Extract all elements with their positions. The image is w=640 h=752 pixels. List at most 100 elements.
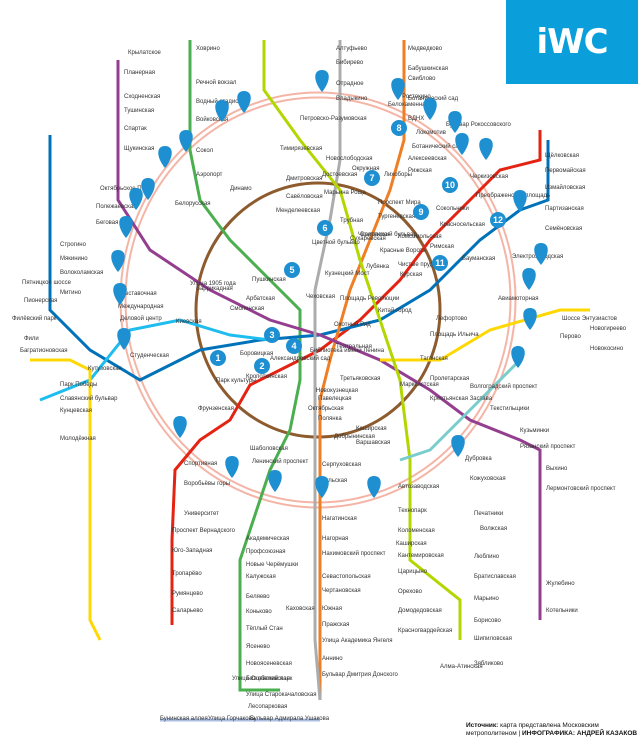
location-pin-icon[interactable]: [448, 111, 462, 133]
ring-number-label: 12: [493, 215, 503, 225]
ring-number-badge: [391, 120, 407, 136]
station-label: Красногвардейская: [398, 627, 452, 634]
station-label: Коньково: [246, 609, 272, 615]
ring-number-label: 7: [369, 173, 374, 183]
ring-number-label: 3: [269, 330, 274, 340]
circle-line: [194, 181, 442, 439]
station-label: Сухаревская: [350, 236, 386, 242]
station-label: Семёновская: [545, 226, 582, 232]
station-label: Бунинская аллея: [160, 716, 208, 722]
ring-number-badge: [286, 338, 302, 354]
ring-number-badge: [317, 220, 333, 236]
location-pin-icon[interactable]: [268, 470, 282, 492]
location-pin-icon[interactable]: [367, 476, 381, 498]
station-label: Рижская: [408, 168, 432, 174]
station-label: Бульвар Адмирала Ушакова: [250, 716, 330, 722]
station-label: Нахимовский проспект: [322, 550, 386, 557]
ring-number-badge: [364, 170, 380, 186]
station-label: Тимирязевская: [280, 146, 322, 152]
station-label: Шоссе Энтузиастов: [562, 316, 617, 322]
line-8a-yellow: [380, 308, 590, 362]
ring-number-label: 10: [445, 180, 455, 190]
station-label: Варшавская: [356, 440, 390, 446]
location-pin-icon[interactable]: [119, 216, 133, 238]
location-pin-icon[interactable]: [113, 283, 127, 305]
location-pin-icon[interactable]: [315, 476, 329, 498]
station-label: Университет: [184, 511, 219, 517]
location-pin-icon[interactable]: [141, 178, 155, 200]
location-pin-icon[interactable]: [179, 130, 193, 152]
station-label: Южная: [322, 606, 342, 612]
station-label: Сходненская: [124, 94, 160, 100]
station-label: Технопарк: [398, 508, 427, 514]
station-label: Библиотека имени Ленина: [310, 348, 385, 354]
ring-number-badge: [432, 255, 448, 271]
station-label: Савёловская: [286, 194, 323, 200]
location-pin-icon[interactable]: [523, 308, 537, 330]
station-label: Спортивная: [184, 461, 217, 467]
station-label: Лихоборы: [384, 172, 412, 178]
station-label: Черкизовская: [470, 174, 508, 180]
station-label: Улица Скобелевская: [232, 676, 290, 682]
station-label: Ростокино: [402, 94, 431, 100]
station-label: Лефортово: [436, 316, 468, 322]
station-label: Каховская: [286, 606, 315, 612]
station-label: Пионерская: [24, 298, 57, 304]
station-label: Молодёжная: [60, 436, 96, 442]
station-label: Волжская: [480, 526, 507, 532]
location-pin-icon[interactable]: [315, 70, 329, 92]
station-label: Улица Академика Янгеля: [322, 638, 392, 644]
station-label: Борисово: [474, 618, 501, 624]
location-pin-icon[interactable]: [117, 328, 131, 350]
station-label: Измайловская: [545, 184, 585, 191]
station-label: Парк культуры: [216, 378, 256, 384]
location-pin-icon[interactable]: [225, 456, 239, 478]
location-pin-icon[interactable]: [511, 346, 525, 368]
station-label: Багратионовская: [20, 348, 68, 354]
location-pin-icon[interactable]: [534, 243, 548, 265]
station-label: Международная: [118, 304, 163, 310]
station-label: Парк Победы: [60, 382, 97, 388]
location-pin-icon[interactable]: [451, 435, 465, 457]
station-label: Дмитровская: [286, 176, 322, 182]
station-label: Лубянка: [366, 264, 390, 270]
station-label: Саларьево: [172, 608, 203, 614]
location-pin-icon[interactable]: [513, 190, 527, 212]
station-label: Тёплый Стан: [246, 625, 283, 632]
station-label: Люблино: [474, 554, 500, 560]
station-label: Площадь Революции: [340, 296, 399, 302]
station-label: Окружная: [352, 166, 380, 172]
station-label: Лесопарковая: [248, 704, 287, 710]
location-pin-icon[interactable]: [391, 78, 405, 100]
station-label: Румянцево: [172, 591, 203, 597]
station-label: Площадь Ильича: [430, 332, 479, 338]
station-label: Динамо: [230, 186, 252, 192]
location-pin-icon[interactable]: [455, 133, 469, 155]
station-label: Октябрьская: [308, 406, 344, 412]
station-label: Выхино: [546, 466, 568, 472]
station-label: Шипиловская: [474, 636, 512, 642]
location-pin-icon[interactable]: [215, 100, 229, 122]
location-pin-icon[interactable]: [423, 98, 437, 120]
line-9-grey: [313, 40, 342, 701]
station-label: Улица Горчакова: [208, 716, 256, 722]
location-pin-icon[interactable]: [237, 91, 251, 113]
location-pin-icon[interactable]: [522, 268, 536, 290]
station-label: Фили: [24, 336, 39, 342]
location-pin-icon[interactable]: [158, 146, 172, 168]
location-pin-icon[interactable]: [129, 188, 143, 210]
station-label: Улица Старокачаловская: [246, 692, 317, 698]
station-label: Менделеевская: [276, 208, 320, 214]
station-label: Нагорная: [322, 536, 348, 542]
station-label: Медведково: [408, 46, 443, 52]
location-pin-icon[interactable]: [479, 138, 493, 160]
location-pin-icon[interactable]: [173, 416, 187, 438]
station-label: Авиамоторная: [498, 296, 538, 302]
station-label: Кожуховская: [470, 476, 506, 482]
station-label: Крестьянская Застава: [430, 396, 493, 402]
location-pin-icon[interactable]: [111, 250, 125, 272]
ring-number-label: 4: [291, 341, 296, 351]
station-label: Фрунзенская: [198, 406, 234, 412]
